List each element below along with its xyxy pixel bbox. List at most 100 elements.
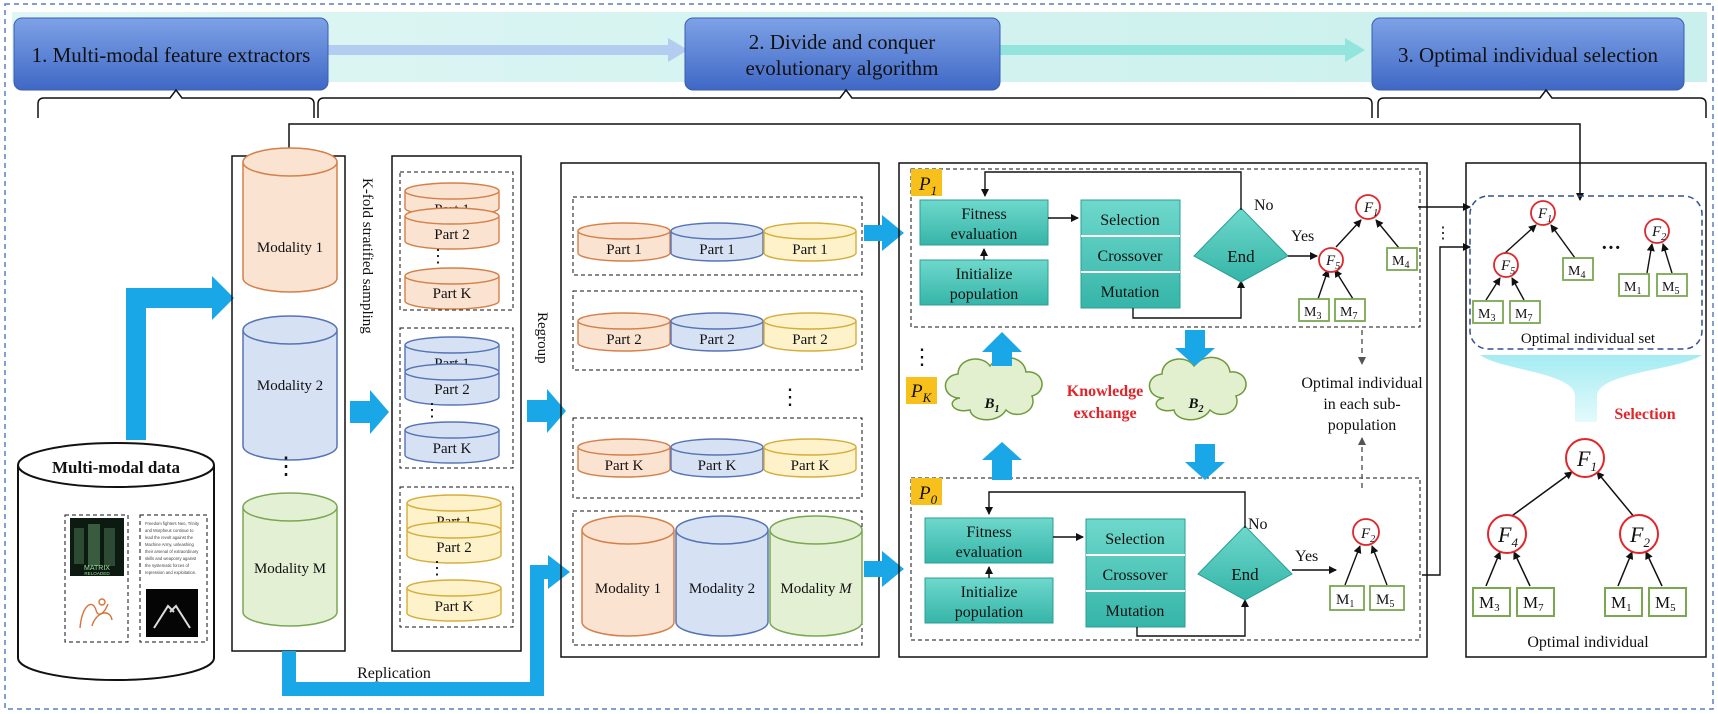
row-modalities — [572, 510, 863, 646]
p1-crossover-label: Crossover — [1098, 248, 1164, 265]
set-tree-2-root: F2 — [1651, 224, 1666, 243]
data-text-column — [139, 514, 208, 643]
modality-m-label: Modality M — [254, 561, 326, 577]
stage-1-label: 1. Multi-modal feature extractors — [32, 43, 311, 67]
pk-label: PK — [910, 381, 933, 405]
p0-tree-root: F2 — [1360, 526, 1375, 545]
subpop-p1-box — [910, 168, 1421, 328]
orange-part-2: Part 2 — [404, 207, 500, 250]
cloud-b1: B1 — [944, 356, 1043, 421]
stage-arrow-2 — [1000, 38, 1365, 62]
set-tree-2-m5: M5 — [1662, 280, 1679, 297]
p0-no-label: No — [1248, 516, 1268, 533]
text-line-4: Machine Army, unleashing — [145, 542, 194, 547]
p0-fitness-line1: Fitness — [966, 524, 1011, 541]
outer-frame — [4, 3, 1714, 710]
p1-selection-label: Selection — [1100, 212, 1160, 229]
rowk-yellow: Part K — [763, 438, 857, 478]
p1-init-line2: population — [950, 286, 1018, 303]
optimal-sub-line1: Optimal individual — [1301, 375, 1423, 392]
set-tree-1-m3: M3 — [1478, 307, 1495, 324]
kfold-label: K-fold stratified sampling — [359, 178, 375, 334]
stage-2-box: 2. Divide and conquer evolutionary algor… — [684, 17, 1001, 91]
p1-init-box: Initialize population — [919, 259, 1049, 306]
blue-part-2-label: Part 2 — [434, 382, 469, 398]
orange-part-2-label: Part 2 — [434, 227, 469, 243]
p0-mutation-label: Mutation — [1106, 603, 1165, 620]
subpop-ellipsis: ⋮ — [911, 344, 933, 369]
p0-mutation-to-end — [1136, 599, 1249, 637]
row2-yellow: Part 2 — [763, 312, 857, 352]
movie-poster-image: MATRIX RELOADED — [70, 518, 124, 576]
final-m7: M7 — [1523, 593, 1544, 614]
rows-ellipsis: ⋮ — [779, 384, 801, 409]
modality-2-label: Modality 2 — [257, 378, 323, 394]
p0-badge: P0 — [911, 478, 942, 507]
yellow-parts-ellipsis: ⋮ — [428, 558, 446, 578]
p0-fitness-line2: evaluation — [956, 544, 1023, 561]
row-modality-m: Modality M — [769, 515, 863, 637]
multimodal-data-title: Multi-modal data — [52, 458, 180, 477]
p1-fitness-line1: Fitness — [961, 206, 1006, 223]
yellow-part-k: Part K — [406, 579, 502, 622]
final-m3: M3 — [1479, 593, 1500, 614]
final-root: F1 — [1576, 446, 1597, 474]
orange-parts-ellipsis: ⋮ — [429, 246, 447, 266]
text-line-1: Freedom fighters Neo, Trinity — [145, 521, 200, 526]
p1-fitness-box: Fitness evaluation — [919, 199, 1049, 246]
p1-label: P1 — [918, 174, 937, 198]
row1-yellow-label: Part 1 — [792, 242, 827, 258]
p1-init-line1: Initialize — [956, 266, 1013, 283]
blue-parts-group — [399, 327, 514, 469]
row1-to-ea-arrow — [864, 215, 904, 251]
p1-no-loop — [981, 171, 1242, 210]
p0-to-set-arrow — [1422, 243, 1471, 576]
orange-parts-group — [399, 171, 514, 311]
yellow-part-2: Part 2 — [406, 521, 502, 564]
yellow-parts-group — [399, 486, 514, 628]
modality-1-label: Modality 1 — [257, 240, 323, 256]
final-m1: M1 — [1611, 593, 1632, 614]
row-modality-m-label: Modality M — [780, 581, 853, 597]
optimal-sub-line2: in each sub- — [1323, 396, 1400, 413]
p0-init-box: Initialize population — [924, 577, 1054, 624]
p1-tree-m7: M7 — [1340, 305, 1357, 322]
modality-ellipsis: ⋮ — [274, 454, 298, 480]
row-part-2 — [572, 290, 863, 371]
row1-yellow: Part 1 — [763, 222, 857, 262]
knowledge-label-line1: Knowledge — [1067, 383, 1143, 400]
stage-2-label-line2: evolutionary algorithm — [745, 56, 938, 80]
b2-label: B2 — [1187, 396, 1203, 415]
row1-blue-label: Part 1 — [699, 242, 734, 258]
b1-up-arrow-top — [982, 332, 1022, 366]
text-line-3: lead the revolt against the — [145, 535, 194, 540]
row2-orange: Part 2 — [577, 312, 671, 352]
row2-yellow-label: Part 2 — [792, 332, 827, 348]
data-image-column — [64, 514, 129, 643]
p0-tree-m5: M5 — [1376, 592, 1394, 610]
row-modality-2: Modality 2 — [675, 515, 769, 637]
orange-part-k-label: Part K — [433, 286, 472, 302]
regroup-arrow — [527, 389, 566, 433]
p0-init-line2: population — [955, 604, 1023, 621]
top-connector — [288, 123, 1584, 201]
rowk-yellow-label: Part K — [791, 458, 830, 474]
text-line-2: and Morpheus continue to — [145, 528, 194, 533]
stage-3-box: 3. Optimal individual selection — [1371, 17, 1685, 91]
set-input-ellipsis: ⋮ — [1435, 225, 1451, 242]
blue-part-k-label: Part K — [433, 441, 472, 457]
stage-braces — [37, 88, 1707, 118]
row2-blue: Part 2 — [670, 312, 764, 352]
p1-tree-root: F1 — [1363, 200, 1378, 219]
p0-no-loop — [985, 491, 1246, 528]
p1-operators-box: Selection Crossover Mutation — [1080, 199, 1181, 309]
p0-yes-label: Yes — [1295, 548, 1318, 565]
row1-orange: Part 1 — [577, 222, 671, 262]
text-line-5: their arsenal of extraordinary — [145, 549, 199, 554]
set-tree-1-m4: M4 — [1568, 264, 1585, 281]
row-modality-1-label: Modality 1 — [595, 581, 661, 597]
b1-label: B1 — [983, 396, 999, 415]
p0-init-line1: Initialize — [961, 584, 1018, 601]
ea-box — [898, 162, 1428, 658]
